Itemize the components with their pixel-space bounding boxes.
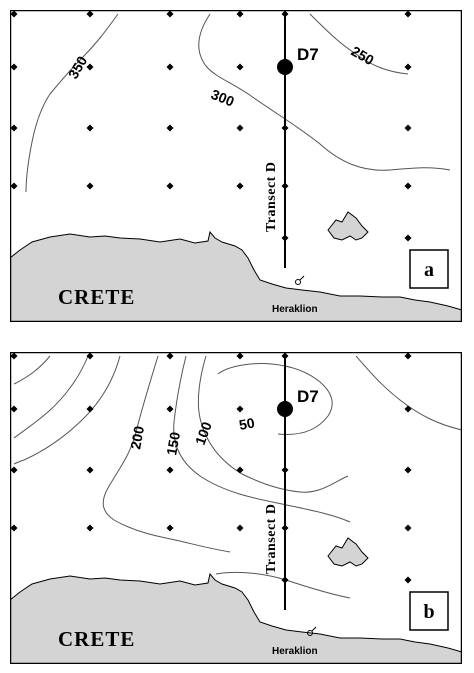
station-marker [404, 352, 412, 360]
station-marker [86, 63, 94, 71]
city-label: Heraklion [272, 304, 318, 315]
contour-label-50: 50 [238, 414, 256, 432]
station-marker [236, 10, 244, 18]
station-marker [86, 124, 94, 132]
station-marker [86, 405, 94, 413]
station-grid-a [10, 10, 412, 242]
station-marker [166, 10, 174, 18]
station-marker [86, 524, 94, 532]
island-label: CRETE [58, 627, 135, 651]
station-marker [404, 234, 412, 242]
station-marker [166, 352, 174, 360]
station-marker [236, 124, 244, 132]
contour-line-outer-1 [13, 355, 51, 385]
station-d7-marker[interactable] [277, 59, 293, 75]
transect-label: Transect D [264, 162, 279, 232]
station-marker [166, 405, 174, 413]
contour-line-300 [198, 13, 451, 171]
map-b-svg: 200 150 100 50 D7 Transect D CRETE Herak… [10, 352, 462, 664]
station-marker [404, 182, 412, 190]
station-marker [404, 63, 412, 71]
contour-label-100: 100 [192, 419, 215, 447]
contour-line-50 [217, 363, 333, 435]
dia-island [327, 537, 369, 567]
contour-line-200 [102, 355, 231, 553]
crete-landmass [10, 230, 462, 322]
station-marker [236, 466, 244, 474]
panel-letter-box [409, 249, 449, 289]
contour-line-150 [173, 355, 351, 523]
station-marker [236, 63, 244, 71]
station-d7-marker[interactable] [277, 401, 293, 417]
panel-letter: a [424, 259, 434, 281]
contour-label-350: 350 [65, 53, 91, 81]
station-grid-b [10, 352, 412, 584]
station-marker [166, 182, 174, 190]
station-marker [236, 524, 244, 532]
contour-line-outer-3 [13, 355, 121, 465]
station-marker [86, 10, 94, 18]
station-marker [166, 524, 174, 532]
map-panel-a: 350 300 250 D7 Transect D CRETE Heraklio… [10, 10, 462, 322]
station-marker [166, 466, 174, 474]
station-label: D7 [297, 387, 319, 406]
station-label: D7 [297, 45, 319, 64]
transect-label: Transect D [264, 504, 279, 574]
station-marker [10, 124, 18, 132]
contour-label-200: 200 [127, 425, 147, 451]
contour-label-300: 300 [209, 86, 237, 110]
contour-line-100 [197, 355, 349, 493]
map-a-svg: 350 300 250 D7 Transect D CRETE Heraklio… [10, 10, 462, 322]
station-marker [404, 10, 412, 18]
panel-letter-box [409, 591, 449, 631]
heraklion-marker [307, 626, 317, 636]
station-marker [10, 524, 18, 532]
contour-line-east [355, 355, 462, 431]
map-frame [10, 10, 462, 322]
dia-island [327, 211, 369, 241]
contour-label-150: 150 [163, 431, 183, 457]
station-marker [166, 63, 174, 71]
station-marker [404, 124, 412, 132]
station-marker [166, 124, 174, 132]
station-marker [10, 405, 18, 413]
station-marker [10, 352, 18, 360]
station-marker [404, 466, 412, 474]
city-label: Heraklion [272, 646, 318, 657]
station-marker [404, 524, 412, 532]
contour-line-outer-2 [13, 355, 89, 439]
station-marker [10, 63, 18, 71]
station-marker [236, 405, 244, 413]
map-panel-b: 200 150 100 50 D7 Transect D CRETE Herak… [10, 352, 462, 664]
station-marker [10, 182, 18, 190]
station-marker [86, 182, 94, 190]
crete-landmass [10, 572, 462, 664]
station-marker [404, 576, 412, 584]
station-marker [10, 466, 18, 474]
station-marker [236, 182, 244, 190]
contour-line-350 [25, 13, 119, 193]
station-marker [86, 466, 94, 474]
station-marker [236, 352, 244, 360]
island-label: CRETE [58, 285, 135, 309]
heraklion-marker [295, 275, 305, 285]
map-frame [10, 352, 462, 664]
contour-line-250 [309, 13, 409, 75]
station-marker [86, 352, 94, 360]
panel-letter: b [423, 601, 434, 623]
station-marker [404, 405, 412, 413]
station-marker [10, 10, 18, 18]
